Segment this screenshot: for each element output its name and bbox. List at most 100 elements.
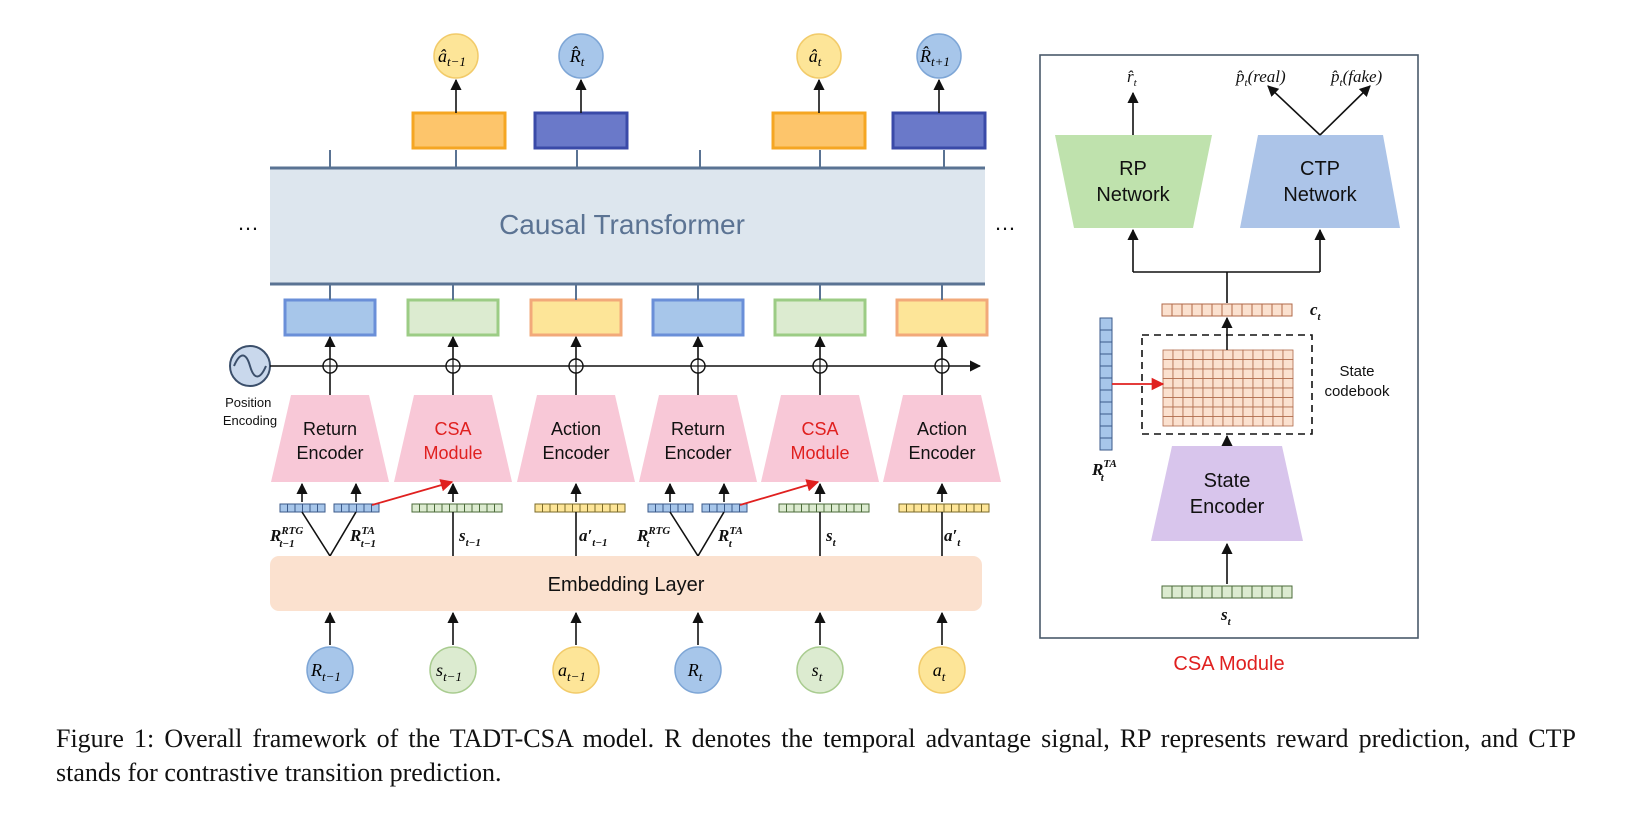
state-cell	[1171, 585, 1183, 599]
ctp-output-fake: p̂	[1330, 67, 1340, 86]
codebook-cell	[1182, 397, 1194, 408]
codebook-cell	[1262, 378, 1274, 389]
token-cell	[647, 503, 656, 513]
context-vector	[1161, 303, 1293, 317]
token-cell	[494, 503, 503, 513]
codebook-cell	[1232, 406, 1244, 417]
encoder-label: Action	[917, 419, 967, 439]
token-cell	[846, 503, 855, 513]
codebook-cell	[1232, 368, 1244, 379]
codebook-cell	[1272, 416, 1284, 427]
figure-caption: Figure 1: Overall framework of the TADT-…	[56, 724, 1576, 787]
token-cell	[348, 503, 357, 513]
codebook-cell	[1242, 349, 1254, 360]
codebook-cell	[1222, 349, 1234, 360]
encoder-block	[639, 395, 757, 482]
codebook-cell	[1262, 359, 1274, 370]
codebook-cell	[1172, 368, 1184, 379]
ctp-network	[1240, 135, 1400, 228]
token-cell	[542, 503, 551, 513]
token-cell	[973, 503, 982, 513]
codebook-cell	[1202, 406, 1214, 417]
token-cell	[302, 503, 311, 513]
token-strips	[279, 503, 990, 513]
token-cell	[716, 503, 725, 513]
svg-text:Rt−1: Rt−1	[310, 660, 341, 684]
token-cell	[426, 503, 435, 513]
encoder-block	[394, 395, 512, 482]
codebook-cell	[1192, 406, 1204, 417]
encoder-block	[517, 395, 635, 482]
codebook-cell	[1212, 387, 1224, 398]
svg-text:st: st	[1220, 605, 1232, 628]
encoder-label: Return	[671, 419, 725, 439]
codebook-cell	[1272, 406, 1284, 417]
token-cell	[594, 503, 603, 513]
codebook-cell	[1182, 359, 1194, 370]
codebook-cell	[1242, 416, 1254, 427]
token-cell	[670, 503, 679, 513]
token-cell	[709, 503, 718, 513]
context-cell	[1251, 303, 1263, 317]
state-label: s	[1220, 605, 1228, 624]
state-cell	[1231, 585, 1243, 599]
token-cell	[333, 503, 342, 513]
state-cell	[1281, 585, 1293, 599]
codebook-cell	[1192, 378, 1204, 389]
token-cell	[486, 503, 495, 513]
token-cell	[341, 503, 350, 513]
rta-cell	[1099, 389, 1113, 403]
context-cell	[1201, 303, 1213, 317]
state-encoder	[1151, 446, 1303, 541]
codebook-cell	[1272, 359, 1284, 370]
codebook-cell	[1232, 359, 1244, 370]
context-cell	[1221, 303, 1233, 317]
codebook-cell	[1242, 368, 1254, 379]
token-cell	[823, 503, 832, 513]
encoder-block	[761, 395, 879, 482]
token-cell	[951, 503, 960, 513]
codebook-cell	[1212, 378, 1224, 389]
input-circles: Rt−1 st−1 at−1 Rt st at	[306, 646, 966, 694]
token-cell	[287, 503, 296, 513]
codebook-cell	[1162, 378, 1174, 389]
context-cell	[1241, 303, 1253, 317]
codebook-cell	[1182, 378, 1194, 389]
codebook-cell	[1192, 387, 1204, 398]
codebook-cell	[1222, 397, 1234, 408]
state-cell	[1241, 585, 1253, 599]
ctp-output-real: p̂	[1235, 67, 1245, 86]
codebook-cell	[1192, 349, 1204, 360]
codebook-cell	[1232, 416, 1244, 427]
codebook-cell	[1162, 368, 1174, 379]
svg-text:ât: ât	[809, 46, 822, 69]
codebook-cell	[1232, 387, 1244, 398]
token-cell	[724, 503, 733, 513]
token-cell	[441, 503, 450, 513]
codebook-cell	[1252, 397, 1264, 408]
context-cell	[1171, 303, 1183, 317]
rp-network	[1055, 135, 1212, 228]
codebook-cell	[1282, 406, 1294, 417]
codebook-cell	[1282, 397, 1294, 408]
codebook-cell	[1282, 359, 1294, 370]
token-cell	[801, 503, 810, 513]
token-cell	[655, 503, 664, 513]
codebook-cell	[1162, 349, 1174, 360]
token-cell	[677, 503, 686, 513]
codebook-cell	[1212, 416, 1224, 427]
codebook-cell	[1222, 406, 1234, 417]
ellipsis-right: …	[994, 210, 1016, 235]
codebook-cell	[1252, 368, 1264, 379]
input-label: a	[558, 660, 567, 680]
codebook-cell	[1252, 387, 1264, 398]
svg-text:Position Encoding: Position Encoding	[223, 395, 277, 428]
svg-text:ât−1: ât−1	[438, 46, 466, 69]
